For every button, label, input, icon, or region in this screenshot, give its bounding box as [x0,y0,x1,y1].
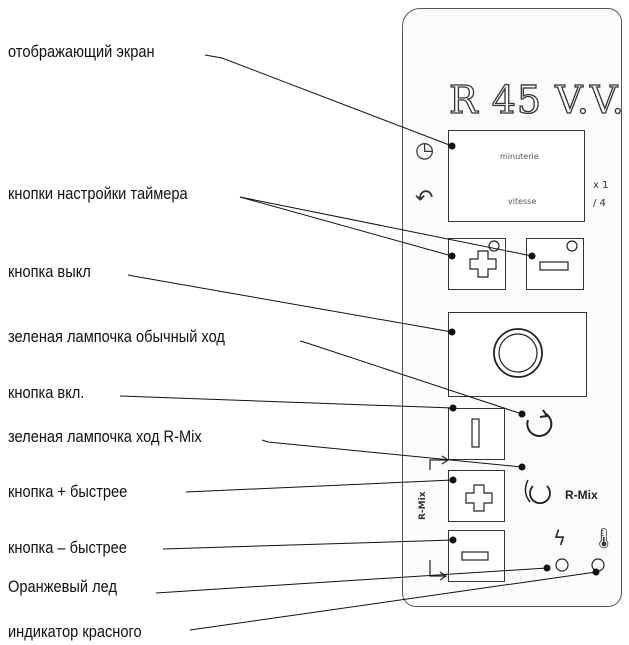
leader-display-screen [204,54,453,147]
rmix-rotation-icon [529,485,551,505]
rotation-icon [526,413,553,437]
dot-on [449,404,457,412]
rmix-arc [524,479,531,503]
speed-x4-mark: / 4 [593,198,606,209]
power-button-inner-ring [498,333,538,373]
dot-display [448,142,456,150]
dot-green-normal [518,410,526,418]
label-plus-faster: кнопка + быстрее [8,482,128,501]
leader-on-button [119,395,454,409]
leader-timer-minus [239,196,533,257]
leader-lines [119,54,597,631]
off-button[interactable] [448,312,587,397]
arrow-down-path [429,560,448,581]
screen-speed-label: vitesse [508,197,537,206]
label-timer-buttons: кнопки настройки таймера [8,184,188,203]
speed-x4-text: / 4 [593,198,606,209]
clock-icon [488,240,500,252]
dot-minus [449,536,457,544]
minus-icon [461,551,489,561]
clock-icon: ◷ [415,138,435,163]
control-panel [402,8,622,607]
speed-x1-mark: x 1 [593,180,608,191]
timer-minus-button[interactable] [526,238,584,290]
screen-timer-label: minuterie [500,152,539,161]
lightning-icon: ϟ [553,526,567,550]
speed-x1-text: x 1 [593,180,609,191]
minus-icon [539,261,569,271]
plus-icon [465,484,493,512]
speed-icon: ↶ [415,186,434,211]
label-red-indicator: индикатор красного [8,622,142,641]
leader-off-button [127,274,453,333]
clock-icon [566,240,578,252]
dot-timer-minus [528,252,536,260]
model-name: R 45 V.V. [448,77,625,122]
dot-orange [543,564,551,572]
label-green-lamp-rmix: зеленая лампочка ход R-Mix [8,427,202,446]
speed-plus-button[interactable] [448,470,505,522]
rmix-label: R-Mix [565,488,598,502]
leader-green-lamp-rmix [261,439,523,468]
leader-orange-led [155,567,548,594]
power-button-icon [493,328,543,378]
leader-green-lamp-normal [299,340,523,415]
thermometer-icon: 🌡 [591,526,617,550]
leader-minus-faster [162,539,454,550]
dot-timer-plus [448,252,456,260]
label-display-screen: отображающий экран [8,42,155,61]
display-screen [448,130,585,222]
leader-timer-plus [239,196,453,257]
label-orange-led: Оранжевый лед [8,577,118,596]
plus-icon [469,250,497,278]
orange-led [555,558,569,572]
leader-dots [448,142,600,576]
leader-red-indicator [189,571,597,631]
dot-green-rmix [518,463,526,471]
label-off-button: кнопка выкл [8,262,91,281]
label-green-lamp-normal: зеленая лампочка обычный ход [8,327,225,346]
dot-red [592,568,600,576]
on-button[interactable] [448,408,505,460]
dot-plus [449,476,457,484]
on-symbol [471,418,480,448]
rotation-arrow [539,409,549,418]
label-minus-faster: кнопка – быстрее [8,538,127,557]
label-on-button: кнопка вкл. [8,383,85,402]
leader-plus-faster [185,479,454,493]
dot-off [448,328,456,336]
